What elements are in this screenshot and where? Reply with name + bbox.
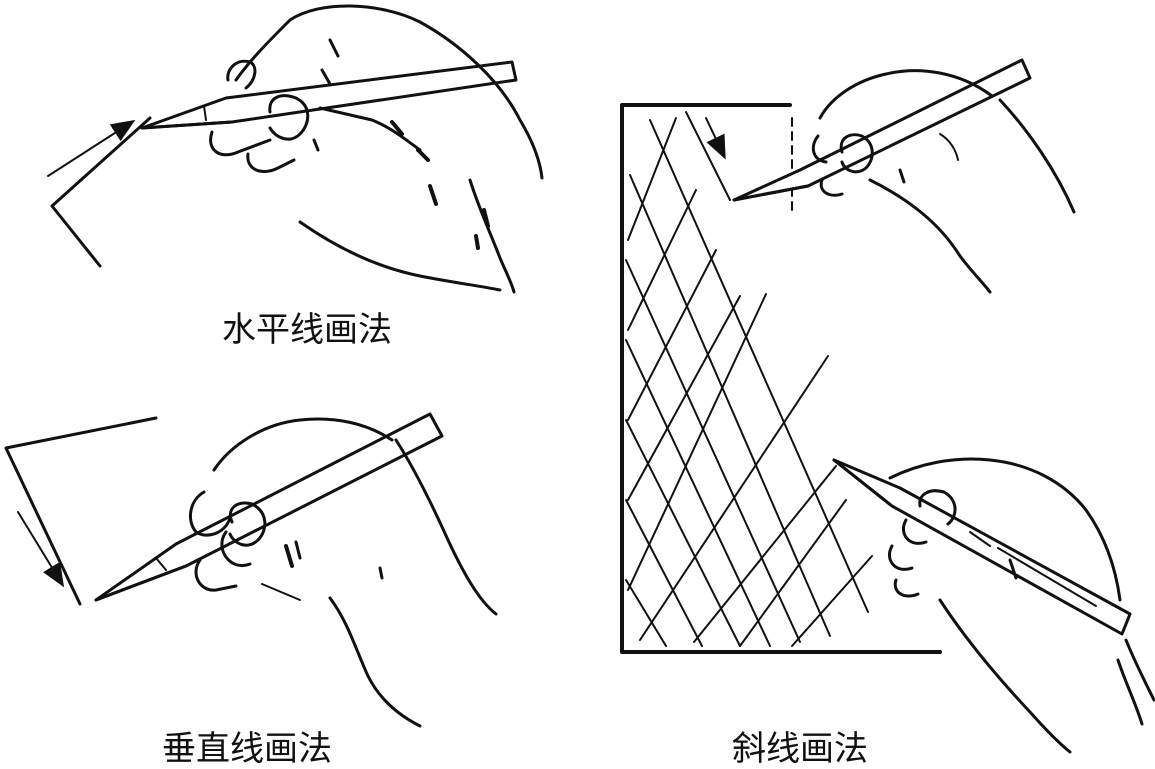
hand-holding-pencil-icon: [888, 457, 1155, 754]
drawn-horizontal-line: [50, 116, 152, 268]
drawn-vertical-line: [4, 416, 158, 606]
caption-diagonal-line-method: 斜线画法: [732, 729, 868, 769]
pencil-icon: [94, 412, 444, 602]
diagonal-line-panel: [620, 58, 1155, 754]
hatch-lines-descending: [625, 111, 869, 647]
hand-holding-pencil-icon: [188, 417, 498, 728]
caption-horizontal-line-method: 水平线画法: [222, 310, 392, 350]
hand-holding-pencil-icon: [209, 4, 544, 294]
drawing-frame: [620, 103, 942, 654]
direction-arrow-icon: [705, 117, 726, 160]
pencil-icon: [832, 458, 1132, 636]
pencil-icon: [140, 60, 518, 130]
direction-arrow-icon: [17, 511, 65, 588]
pencil-icon: [732, 58, 1032, 202]
direction-arrow-icon: [47, 119, 136, 177]
horizontal-line-panel: [47, 4, 544, 294]
hatch-lines-ascending: [627, 117, 873, 647]
hand-holding-pencil-icon: [811, 69, 1076, 294]
caption-vertical-line-method: 垂直线画法: [162, 729, 332, 769]
vertical-line-panel: [4, 412, 498, 728]
